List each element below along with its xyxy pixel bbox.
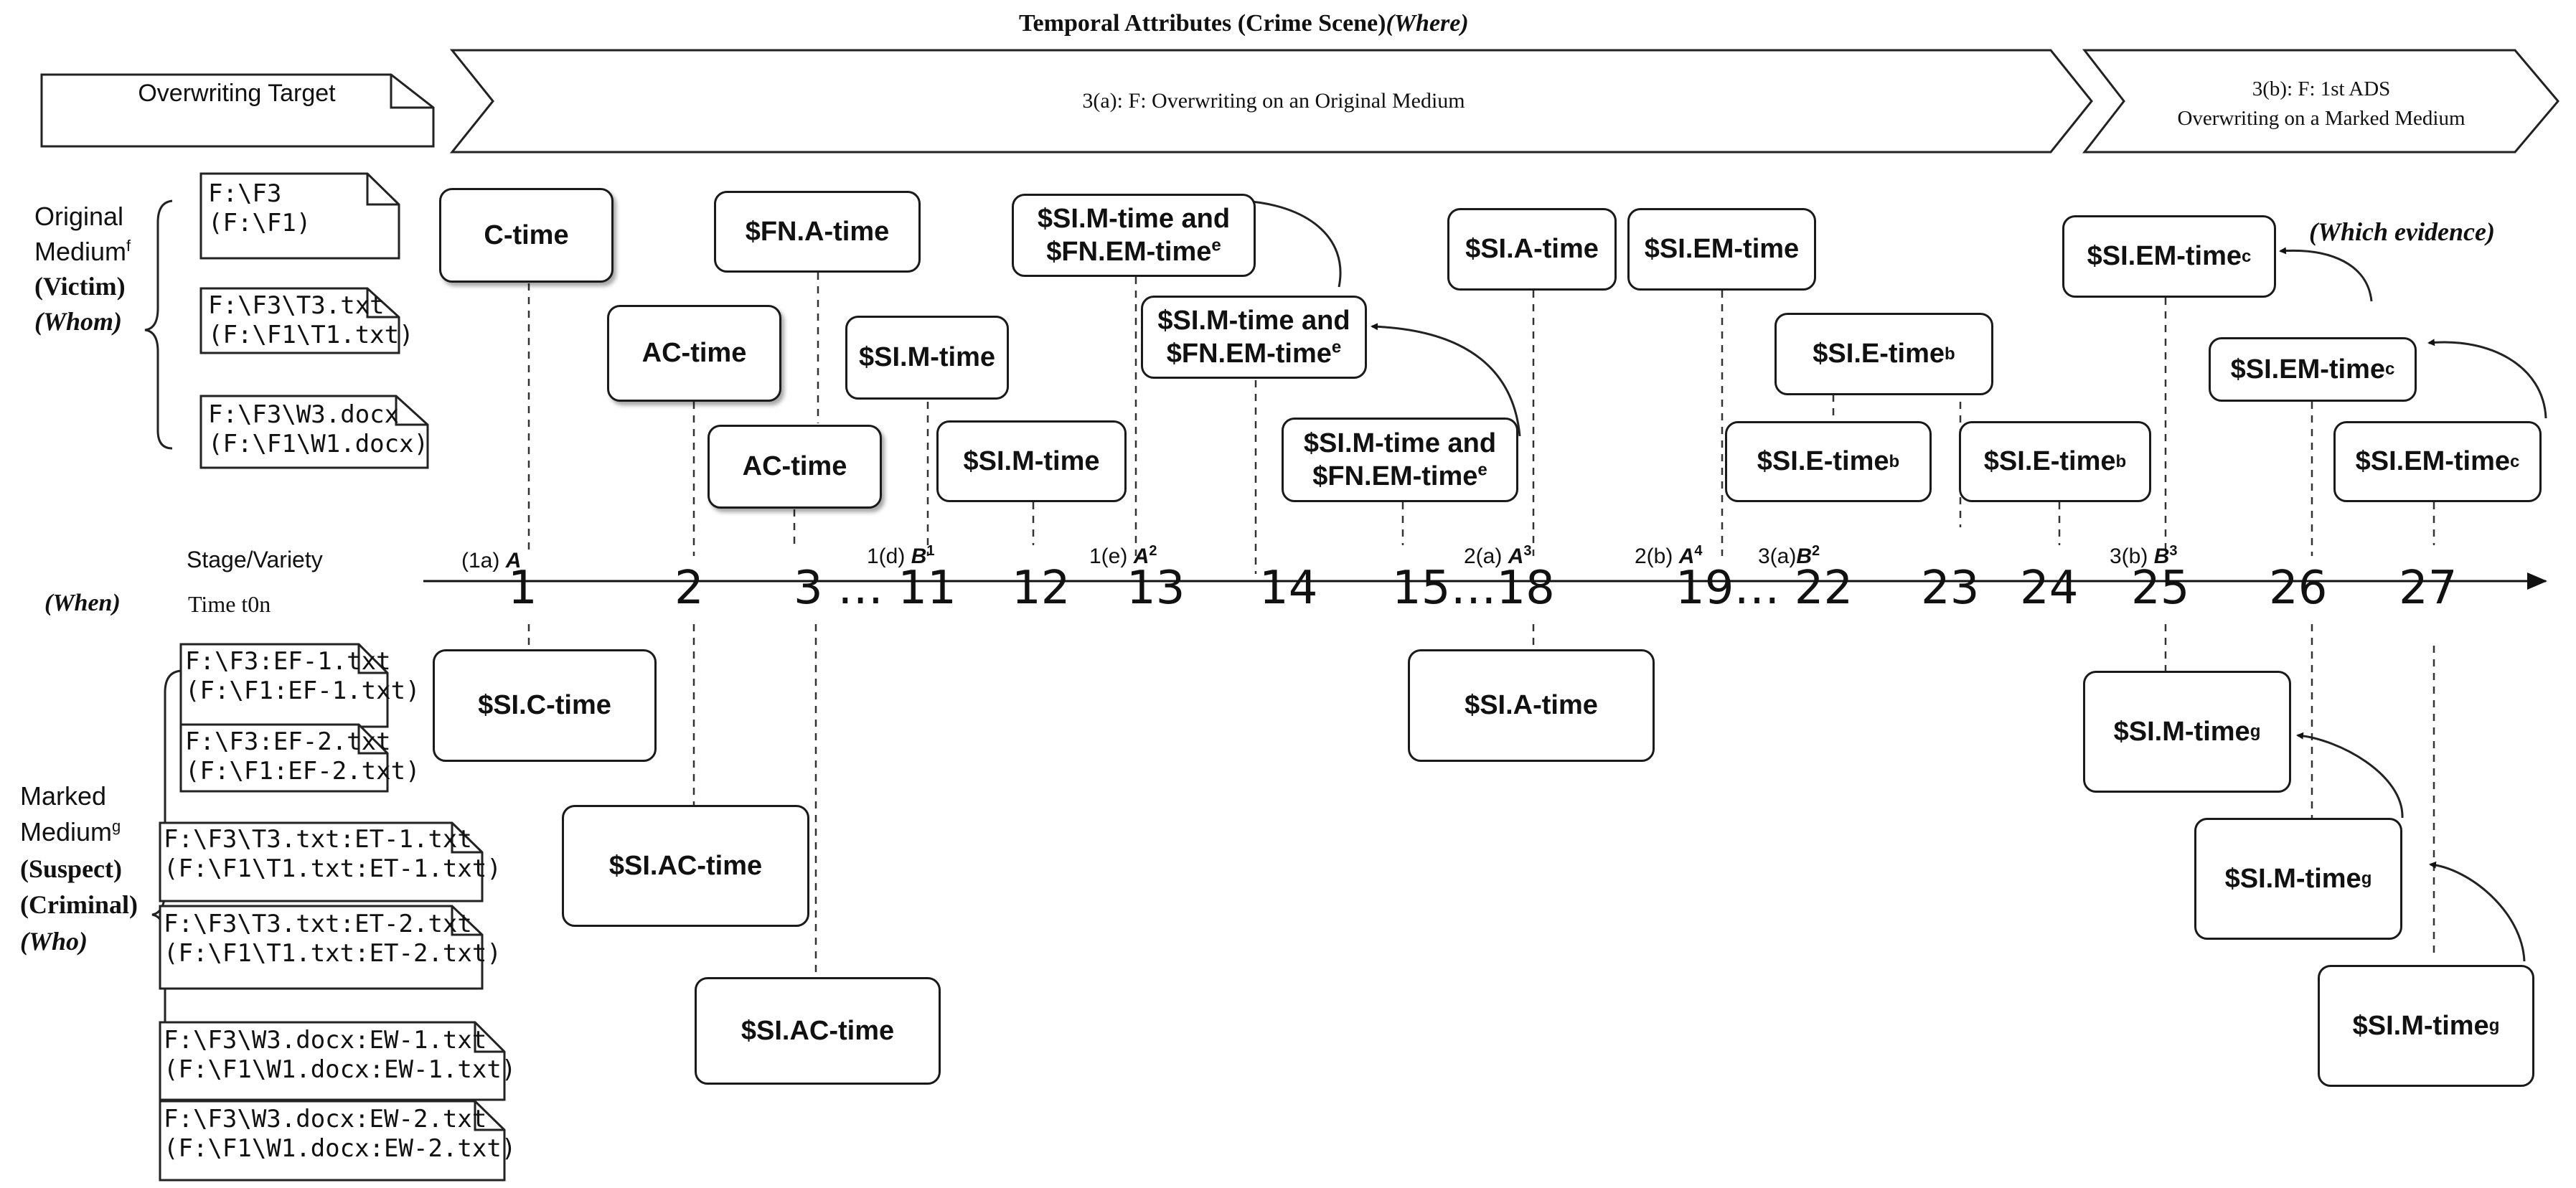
criminal-label: (Criminal) (20, 890, 138, 920)
stage-1e: 1(e) A2 (1089, 543, 1157, 568)
si-m-fn-em-box-3: $SI.M-time and$FN.EM-timee (1282, 418, 1518, 502)
when-label: (When) (44, 590, 121, 616)
si-ac-time-box-1: $SI.AC-time (562, 805, 809, 927)
orig-file-1: F:\F3(F:\F1) (208, 179, 311, 237)
marked-medium-word: Mediumg (20, 817, 121, 847)
who-label: (Who) (20, 926, 88, 956)
target-fold (390, 75, 433, 109)
marked-file-4: F:\F3\T3.txt:ET-2.txt(F:\F1\T1.txt:ET-2.… (164, 910, 502, 968)
original-word: Original (34, 202, 124, 231)
tick-3-11: 3 … 11 (794, 562, 956, 615)
si-a-time-box-top: $SI.A-time (1447, 208, 1617, 291)
si-em-time-box-top: $SI.EM-time (1627, 208, 1816, 291)
diagram-title: Temporal Attributes (Crime Scene)(Where) (1019, 10, 1469, 37)
original-medium-label: Original Mediumf (Victim) (Whom) (34, 199, 131, 339)
si-a-time-box-bottom: $SI.A-time (1408, 649, 1655, 762)
tick-24: 24 (2020, 562, 2079, 615)
tick-1: 1 (508, 562, 537, 615)
phase-a-chevron (449, 49, 2093, 154)
time-label: Time t0n (188, 591, 271, 617)
si-m-fn-em-box-1: $SI.M-time and$FN.EM-timee (1012, 194, 1256, 277)
fn-a-time-box: $FN.A-time (714, 191, 921, 273)
marked-file-1: F:\F3:EF-1.txt(F:\F1:EF-1.txt) (185, 647, 420, 705)
ac-time-box-1: AC-time (607, 305, 781, 402)
tick-19-22: 19… 22 (1675, 562, 1853, 615)
phase-b-label: 3(b): F: 1st ADS Overwriting on a Marked… (2124, 75, 2519, 133)
stage-3a: 3(a)B2 (1758, 543, 1820, 568)
orig-file-3: F:\F3\W3.docx(F:\F1\W1.docx) (208, 400, 429, 458)
victim-label: (Victim) (34, 272, 126, 301)
original-brace (144, 199, 173, 450)
stage-1a: (1a) A (461, 549, 522, 572)
si-m-time-box-1: $SI.M-time (845, 316, 1009, 400)
si-m-fn-em-box-2: $SI.M-time and$FN.EM-timee (1141, 296, 1367, 379)
tick-15-18: 15…18 (1392, 562, 1555, 615)
title-where: (Where) (1386, 10, 1469, 37)
stage-3b: 3(b) B3 (2110, 543, 2178, 568)
orig-file-2: F:\F3\T3.txt(F:\F1\T1.txt) (208, 291, 414, 349)
si-m-time-box-2: $SI.M-time (936, 420, 1127, 502)
phase-b-line1: 3(b): F: 1st ADS (2252, 77, 2391, 100)
stage-2a: 2(a) A3 (1464, 543, 1532, 568)
tick-12: 12 (1012, 562, 1071, 615)
marked-word: Marked (20, 781, 107, 811)
marked-file-5: F:\F3\W3.docx:EW-1.txt(F:\F1\W1.docx:EW-… (164, 1026, 517, 1084)
tick-23: 23 (1921, 562, 1980, 615)
c-time-box: C-time (439, 188, 614, 283)
suspect-label: (Suspect) (20, 854, 122, 883)
stage-variety-label: Stage/Variety (187, 547, 323, 572)
target-shape (40, 73, 435, 148)
phase-a-label: 3(a): F: Overwriting on an Original Medi… (1082, 89, 1465, 113)
tick-14: 14 (1259, 562, 1318, 615)
tick-27: 27 (2399, 562, 2458, 615)
medium-word: Mediumf (34, 236, 131, 266)
title-text: Temporal Attributes (Crime Scene) (1019, 10, 1386, 37)
marked-file-3: F:\F3\T3.txt:ET-1.txt(F:\F1\T1.txt:ET-1.… (164, 825, 502, 883)
phase-b-chevron (2082, 49, 2559, 154)
stage-1d: 1(d) B1 (867, 543, 935, 568)
tick-25: 25 (2131, 562, 2190, 615)
stage-2b: 2(b) A4 (1635, 543, 1703, 568)
which-evidence-label: (Which evidence) (2309, 217, 2495, 246)
marked-medium-label: Marked Mediumg (Suspect) (Criminal) (Who… (20, 778, 138, 959)
ac-time-box-2: AC-time (708, 425, 882, 509)
si-ac-time-box-2: $SI.AC-time (695, 977, 941, 1085)
tick-26: 26 (2269, 562, 2328, 615)
si-c-time-box: $SI.C-time (433, 649, 657, 762)
tick-2: 2 (674, 562, 704, 615)
tick-13: 13 (1127, 562, 1185, 615)
overwriting-target-label: Overwriting Target (138, 80, 336, 107)
whom-label: (Whom) (34, 306, 123, 336)
phase-b-line2: Overwriting on a Marked Medium (2177, 106, 2465, 130)
marked-file-6: F:\F3\W3.docx:EW-2.txt(F:\F1\W1.docx:EW-… (164, 1105, 517, 1163)
marked-file-2: F:\F3:EF-2.txt(F:\F1:EF-2.txt) (185, 727, 420, 786)
